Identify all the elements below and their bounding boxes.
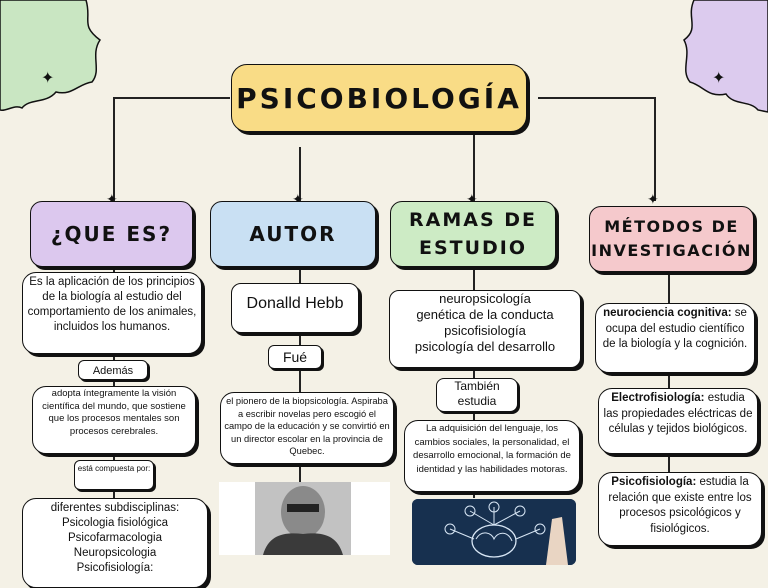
subdiscipline-item: Psicologia fisiológica — [61, 517, 169, 529]
sparkle-icon: ✦ — [41, 70, 55, 87]
vision-box: adopta íntegramente la visión científica… — [32, 386, 196, 454]
connector-line — [113, 97, 115, 201]
branch-item: neuropsicología — [439, 291, 531, 306]
connector-label-tambien: También estudia — [436, 378, 518, 412]
studies-text: La adquisición del lenguaje, los cambios… — [413, 423, 571, 475]
method-cognitive-text: neurociencia cognitiva: se ocupa del est… — [600, 306, 750, 353]
heading-ramas: RAMAS DE ESTUDIO — [390, 201, 556, 267]
connector-label-fue: Fué — [268, 345, 322, 369]
connector-fue-text: Fué — [282, 349, 308, 365]
connector-label-ademas: Además — [78, 360, 148, 380]
connector-line — [668, 272, 670, 482]
connector-label-compuesta: está compuesta por: — [74, 460, 154, 490]
branches-box: neuropsicología genética de la conducta … — [389, 290, 581, 368]
definition-text: Es la aplicación de los principios de la… — [27, 276, 197, 333]
method-psychophys-box: Psicofisiología: estudia la relación que… — [598, 472, 762, 546]
author-name-box: Donalld Hebb — [231, 283, 359, 333]
heading-ramas-line1: RAMAS DE — [409, 209, 537, 231]
connector-line — [299, 266, 301, 486]
definition-box: Es la aplicación de los principios de la… — [22, 272, 202, 354]
connector-line — [299, 147, 301, 201]
method-electro-term: Electrofisiología: — [611, 392, 705, 404]
branch-item: psicología del desarrollo — [414, 339, 556, 354]
page-title: PSICOBIOLOGÍA — [231, 64, 527, 132]
method-electro-desc: estudia las propiedades eléctricas de cé… — [603, 392, 753, 435]
connector-line — [113, 97, 230, 99]
brain-icon — [412, 499, 576, 565]
subdiscipline-item: Neuropsicologia — [73, 547, 157, 559]
sparkle-icon: ✦ — [466, 191, 478, 207]
heading-que-es-text: ¿QUE ES? — [50, 222, 173, 246]
connector-ademas-text: Además — [92, 365, 134, 377]
vision-text: adopta íntegramente la visión científica… — [42, 388, 186, 437]
author-name: Donalld Hebb — [246, 295, 344, 312]
connector-line — [654, 97, 656, 201]
corner-blob-purple — [683, 0, 768, 113]
method-psychophys-desc: estudia la relación que existe entre los… — [608, 476, 752, 535]
heading-metodos-line2: INVESTIGACIÓN — [591, 241, 752, 260]
subdisciplines-intro: diferentes subdisciplinas: — [50, 502, 180, 514]
method-electro-box: Electrofisiología: estudia las propiedad… — [598, 388, 758, 454]
heading-autor: AUTOR — [210, 201, 376, 267]
subdiscipline-item: Psicofisiología: — [76, 562, 154, 574]
studies-box: La adquisición del lenguaje, los cambios… — [404, 420, 580, 492]
branch-item: psicofisiología — [444, 323, 526, 338]
connector-tambien-line1: También — [454, 379, 500, 393]
connector-line — [473, 135, 475, 201]
method-psychophys-text: Psicofisiología: estudia la relación que… — [603, 475, 757, 537]
author-description: el pionero de la biopsicología. Aspiraba… — [224, 396, 390, 456]
method-cognitive-term: neurociencia cognitiva: — [603, 307, 732, 319]
brain-illustration — [412, 499, 576, 565]
connector-compuesta-text: está compuesta por: — [77, 464, 151, 473]
subdisciplines-box: diferentes subdisciplinas: Psicologia fi… — [22, 498, 208, 588]
heading-autor-text: AUTOR — [249, 222, 337, 246]
title-text: PSICOBIOLOGÍA — [236, 81, 522, 115]
sparkle-icon: ✦ — [292, 191, 304, 207]
method-cognitive-desc: se ocupa del estudio científico de la bi… — [602, 307, 748, 350]
method-psychophys-term: Psicofisiología: — [611, 476, 697, 488]
method-electro-text: Electrofisiología: estudia las propiedad… — [603, 391, 753, 438]
heading-ramas-line2: ESTUDIO — [418, 237, 528, 259]
connector-line — [538, 97, 655, 99]
branch-item: genética de la conducta — [416, 307, 554, 322]
method-cognitive-box: neurociencia cognitiva: se ocupa del est… — [595, 303, 755, 373]
author-description-box: el pionero de la biopsicología. Aspiraba… — [220, 392, 394, 464]
author-photo — [219, 482, 390, 555]
author-photo-image — [255, 482, 351, 555]
corner-blob-green — [0, 0, 102, 112]
heading-que-es: ¿QUE ES? — [30, 201, 193, 267]
sparkle-icon: ✦ — [712, 70, 726, 87]
connector-tambien-line2: estudia — [457, 394, 497, 408]
heading-metodos: MÉTODOS DE INVESTIGACIÓN — [589, 206, 754, 272]
heading-metodos-line1: MÉTODOS DE — [604, 217, 739, 236]
sparkle-icon: ✦ — [106, 191, 118, 207]
subdiscipline-item: Psicofarmacologia — [68, 532, 162, 544]
sparkle-icon: ✦ — [647, 191, 659, 207]
